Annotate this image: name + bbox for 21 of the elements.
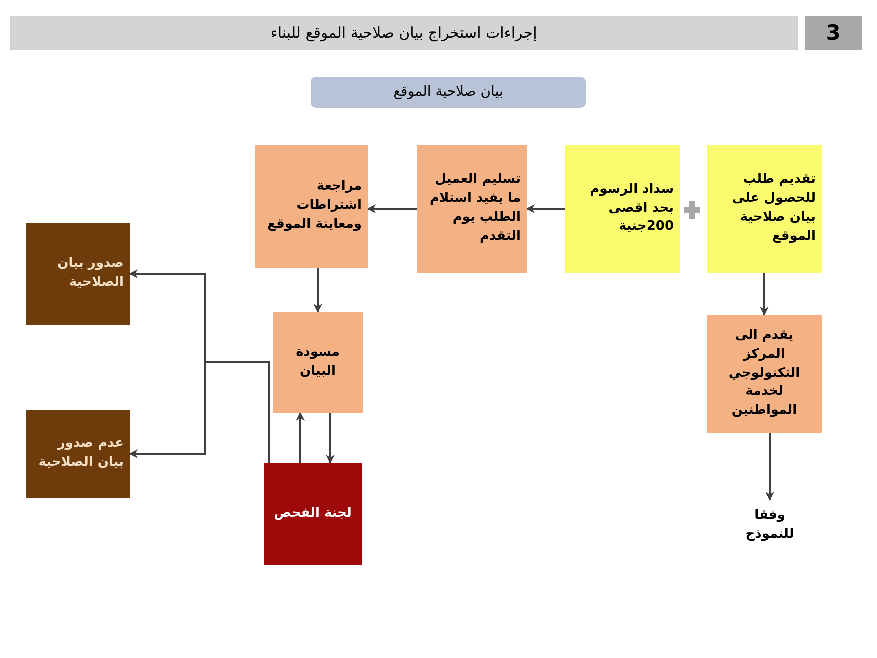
arrow <box>296 412 305 463</box>
process-box: تسليم العميل ما يفيد استلام الطلب يوم التقدم <box>417 145 527 273</box>
arrow <box>314 268 322 313</box>
process-box: مراجعة اشتراطات ومعاينة الموقع <box>255 145 368 268</box>
title-bar: إجراءات استخراج بيان صلاحية الموقع للبناء <box>10 16 798 50</box>
process-box: يقدم الى المركز التكنولوجي لخدمة المواطنين <box>707 315 822 433</box>
arrow <box>129 361 270 463</box>
result-box: عدم صدور بيان الصلاحية <box>26 410 130 498</box>
result-box: صدور بيان الصلاحية <box>26 223 130 325</box>
heading-box: بيان صلاحية الموقع <box>311 77 586 108</box>
process-box: تقديم طلب للحصول على بيان صلاحية الموقع <box>707 145 822 273</box>
arrow <box>760 273 769 316</box>
process-box: مسودة البيان <box>273 312 363 413</box>
note-text: وفقا للنموذج <box>725 500 815 552</box>
arrow <box>766 433 774 501</box>
arrow <box>526 204 565 214</box>
arrow <box>367 204 417 214</box>
process-box: سداد الرسوم بحد اقصى 200جنية <box>565 145 680 273</box>
committee-box: لجنة الفحص <box>264 463 362 565</box>
arrow <box>326 413 335 464</box>
section-number: 3 <box>805 16 862 50</box>
